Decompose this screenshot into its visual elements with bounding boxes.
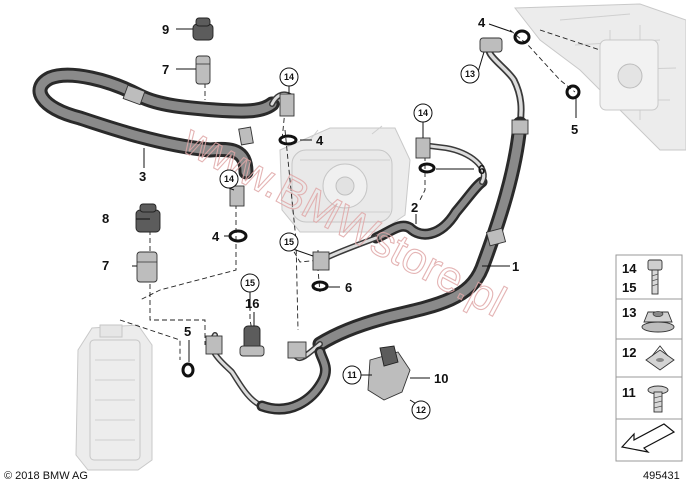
legend-12: 12 [622,345,636,360]
callout-16: 16 [245,296,259,311]
ghost-condenser-reservoir [75,324,153,471]
valve-7-upper[interactable] [195,55,211,85]
svg-text:13: 13 [465,69,475,79]
callout-13-circle: 13 [460,64,480,84]
legend-14: 14 [622,261,637,276]
callout-2: 2 [411,200,418,215]
callout-7-upper: 7 [162,62,169,77]
callout-5-left: 5 [184,324,191,339]
callout-4-left: 4 [212,229,220,244]
flange-nut-icon [641,311,675,333]
callout-15-circle-b: 15 [240,273,260,293]
legend-13: 13 [622,305,636,320]
bracket-10[interactable] [367,345,411,401]
callout-15-circle-a: 15 [279,232,299,252]
cap-9[interactable] [192,17,214,41]
valve-7-lower[interactable] [136,251,158,283]
cap-8[interactable] [135,203,161,233]
diagram-number: 495431 [643,470,680,482]
callout-8: 8 [102,211,109,226]
callout-9: 9 [162,22,169,37]
callout-5-right: 5 [571,122,578,137]
fitting-lower [229,185,330,271]
bolt-icon [647,259,663,295]
callout-14-circle-b: 14 [413,103,433,123]
svg-text:14: 14 [224,174,234,184]
callout-7-lower: 7 [102,258,109,273]
copyright: © 2018 BMW AG [4,470,88,482]
callout-4-top: 4 [478,15,486,30]
callout-4-mid: 4 [316,133,324,148]
callout-12-circle: 12 [411,400,431,420]
svg-text:14: 14 [284,72,294,82]
svg-text:15: 15 [245,278,255,288]
hose-3[interactable] [32,67,280,180]
direction-arrow-icon [620,423,676,453]
callout-14-circle-a: 14 [279,67,299,87]
callout-6-lower: 6 [345,280,352,295]
callout-10: 10 [434,371,448,386]
fitting-upper-left [269,91,295,117]
hose-2[interactable] [323,143,488,261]
screw-icon [647,385,669,413]
pressure-sensor-16[interactable] [239,325,265,357]
legend-15: 15 [622,280,636,295]
svg-text:11: 11 [347,370,357,380]
callout-1: 1 [512,259,519,274]
clip-nut-icon [645,345,675,371]
leader-lines [132,23,577,406]
ghost-compressor [279,125,411,233]
svg-text:15: 15 [284,237,294,247]
o-rings [181,29,581,378]
svg-text:14: 14 [418,108,428,118]
callout-3: 3 [139,169,146,184]
lower-hose[interactable] [205,332,331,415]
svg-text:12: 12 [416,405,426,415]
legend-11: 11 [622,385,636,400]
callout-6-upper: 6 [478,162,485,177]
callout-14-circle-c: 14 [219,169,239,189]
legend-panel: 14 15 13 12 11 [615,254,683,462]
fitting-right [415,137,431,159]
ghost-evaporator-housing [513,3,686,151]
callout-11-circle: 11 [342,365,362,385]
